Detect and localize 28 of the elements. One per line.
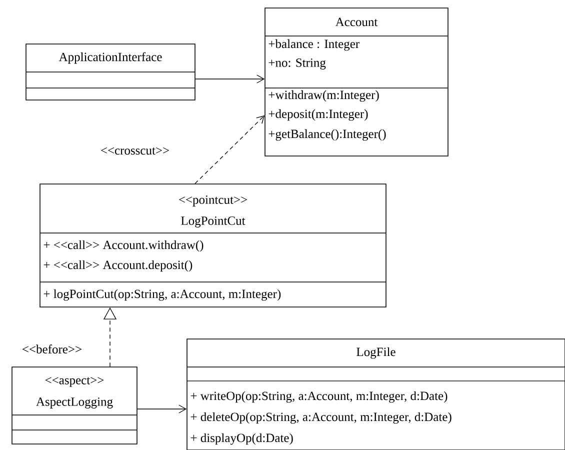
class-box [186, 338, 565, 450]
operation: + writeOp(op:String, a:Account, m:Integer, d:Date) [190, 391, 448, 403]
operation: +getBalance():Integer() [268, 129, 386, 141]
operation: + logPointCut(op:String, a:Account, m:Integer) [44, 289, 281, 301]
arrow [195, 74, 265, 84]
operation: + displayOp(d:Date) [190, 433, 293, 445]
arrow [194, 115, 265, 184]
class-box [264, 8, 448, 156]
class-name: ApplicationInterface [58, 52, 162, 64]
arrow [137, 404, 187, 414]
operation: +withdraw(m:Integer) [268, 90, 379, 102]
edge-label: <<crosscut>> [101, 147, 169, 155]
operation: +deposit(m:Integer) [268, 109, 368, 121]
stereotype: <<aspect>> [45, 377, 104, 387]
class-box [26, 44, 196, 100]
class-name: LogFile [356, 347, 396, 359]
attribute: +no: String [268, 58, 326, 70]
edge-label: <<before>> [22, 344, 82, 354]
class-name: AspectLogging [36, 398, 113, 408]
class-box [12, 366, 138, 444]
class-name: LogPointCut [181, 216, 246, 228]
stereotype: <<pointcut>> [179, 196, 247, 206]
operation: + <<call>> Account.withdraw() [44, 240, 204, 252]
class-box [40, 184, 386, 308]
operation: + <<call>> Account.deposit() [44, 260, 192, 272]
class-name: Account [335, 18, 378, 26]
operation: + deleteOp(op:String, a:Account, m:Integer, d:Date) [190, 412, 452, 424]
attribute: +balance : Integer [268, 39, 360, 51]
